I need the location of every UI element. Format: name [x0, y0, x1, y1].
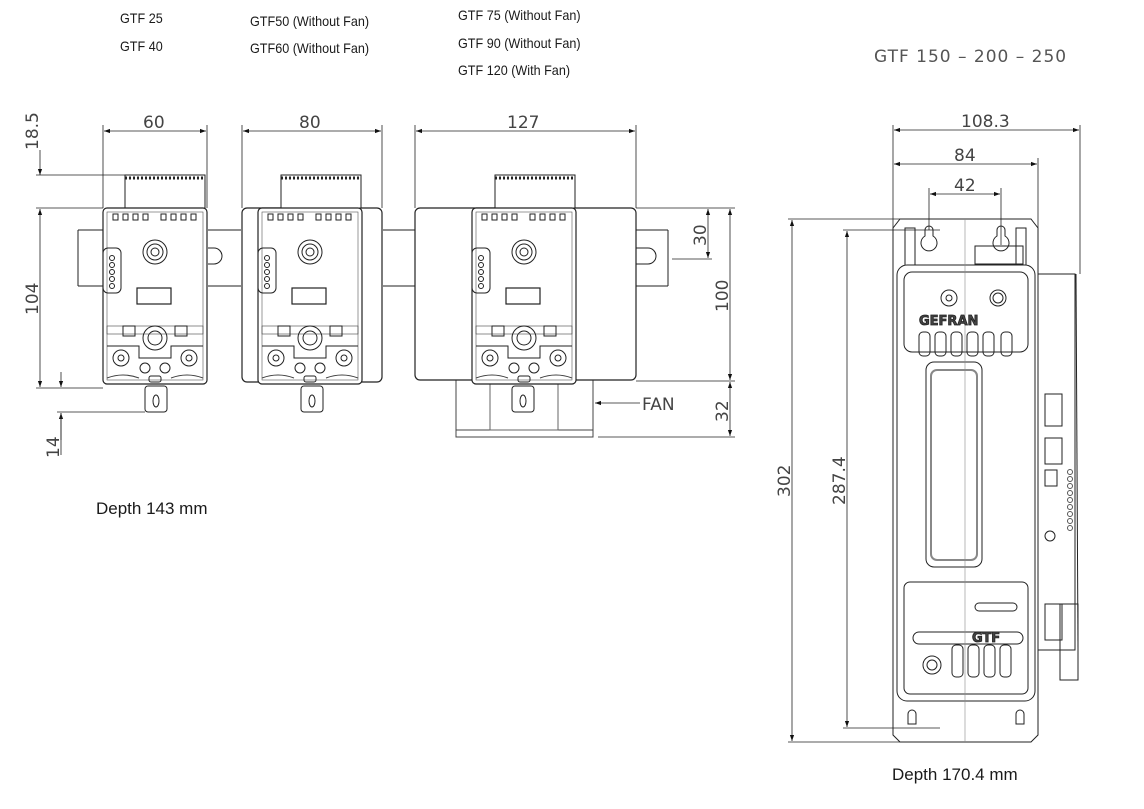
dim-overall-width: 108.3	[961, 112, 1010, 132]
unit-gtf75-120	[414, 174, 637, 438]
dim-body-width: 84	[954, 146, 976, 166]
gefran-logo: GEFRAN	[919, 314, 978, 329]
model-label-gtf75: GTF 75 (Without Fan)	[458, 7, 581, 23]
dim-fan-height: 32	[713, 400, 733, 422]
dim-terminal-height: 18.5	[23, 112, 43, 150]
small-units-depth-label: Depth 143 mm	[96, 499, 208, 518]
unit-gtf25-40	[102, 174, 208, 413]
unit-gtf150-250	[892, 218, 1079, 743]
dim-overall-height: 302	[775, 465, 795, 497]
model-label-gtf25: GTF 25	[120, 10, 163, 26]
dim-unit3-height: 100	[713, 280, 733, 312]
dim-unit2-width: 80	[299, 113, 321, 133]
model-label-gtf50: GTF50 (Without Fan)	[250, 13, 370, 29]
din-rail	[77, 229, 669, 287]
dim-rail-offset: 30	[691, 224, 711, 246]
large-unit-depth-label: Depth 170.4 mm	[892, 765, 1018, 784]
model-label-gtf60: GTF60 (Without Fan)	[250, 40, 370, 56]
unit-gtf50-60	[241, 174, 383, 413]
gtf-logo: GTF	[972, 631, 1000, 646]
dim-unit3-width: 127	[507, 113, 539, 133]
model-label-gtf40: GTF 40	[120, 38, 163, 54]
fan-label: FAN	[642, 395, 675, 415]
dim-height: 104	[23, 283, 43, 315]
model-label-gtf90: GTF 90 (Without Fan)	[458, 35, 581, 51]
dim-hole-height: 287.4	[830, 456, 850, 505]
large-model-title: GTF 150 – 200 – 250	[874, 47, 1068, 67]
dim-unit1-width: 60	[143, 113, 165, 133]
dim-hole-spacing: 42	[954, 176, 976, 196]
model-label-gtf120: GTF 120 (With Fan)	[458, 62, 571, 78]
dim-tab-height: 14	[44, 436, 64, 458]
